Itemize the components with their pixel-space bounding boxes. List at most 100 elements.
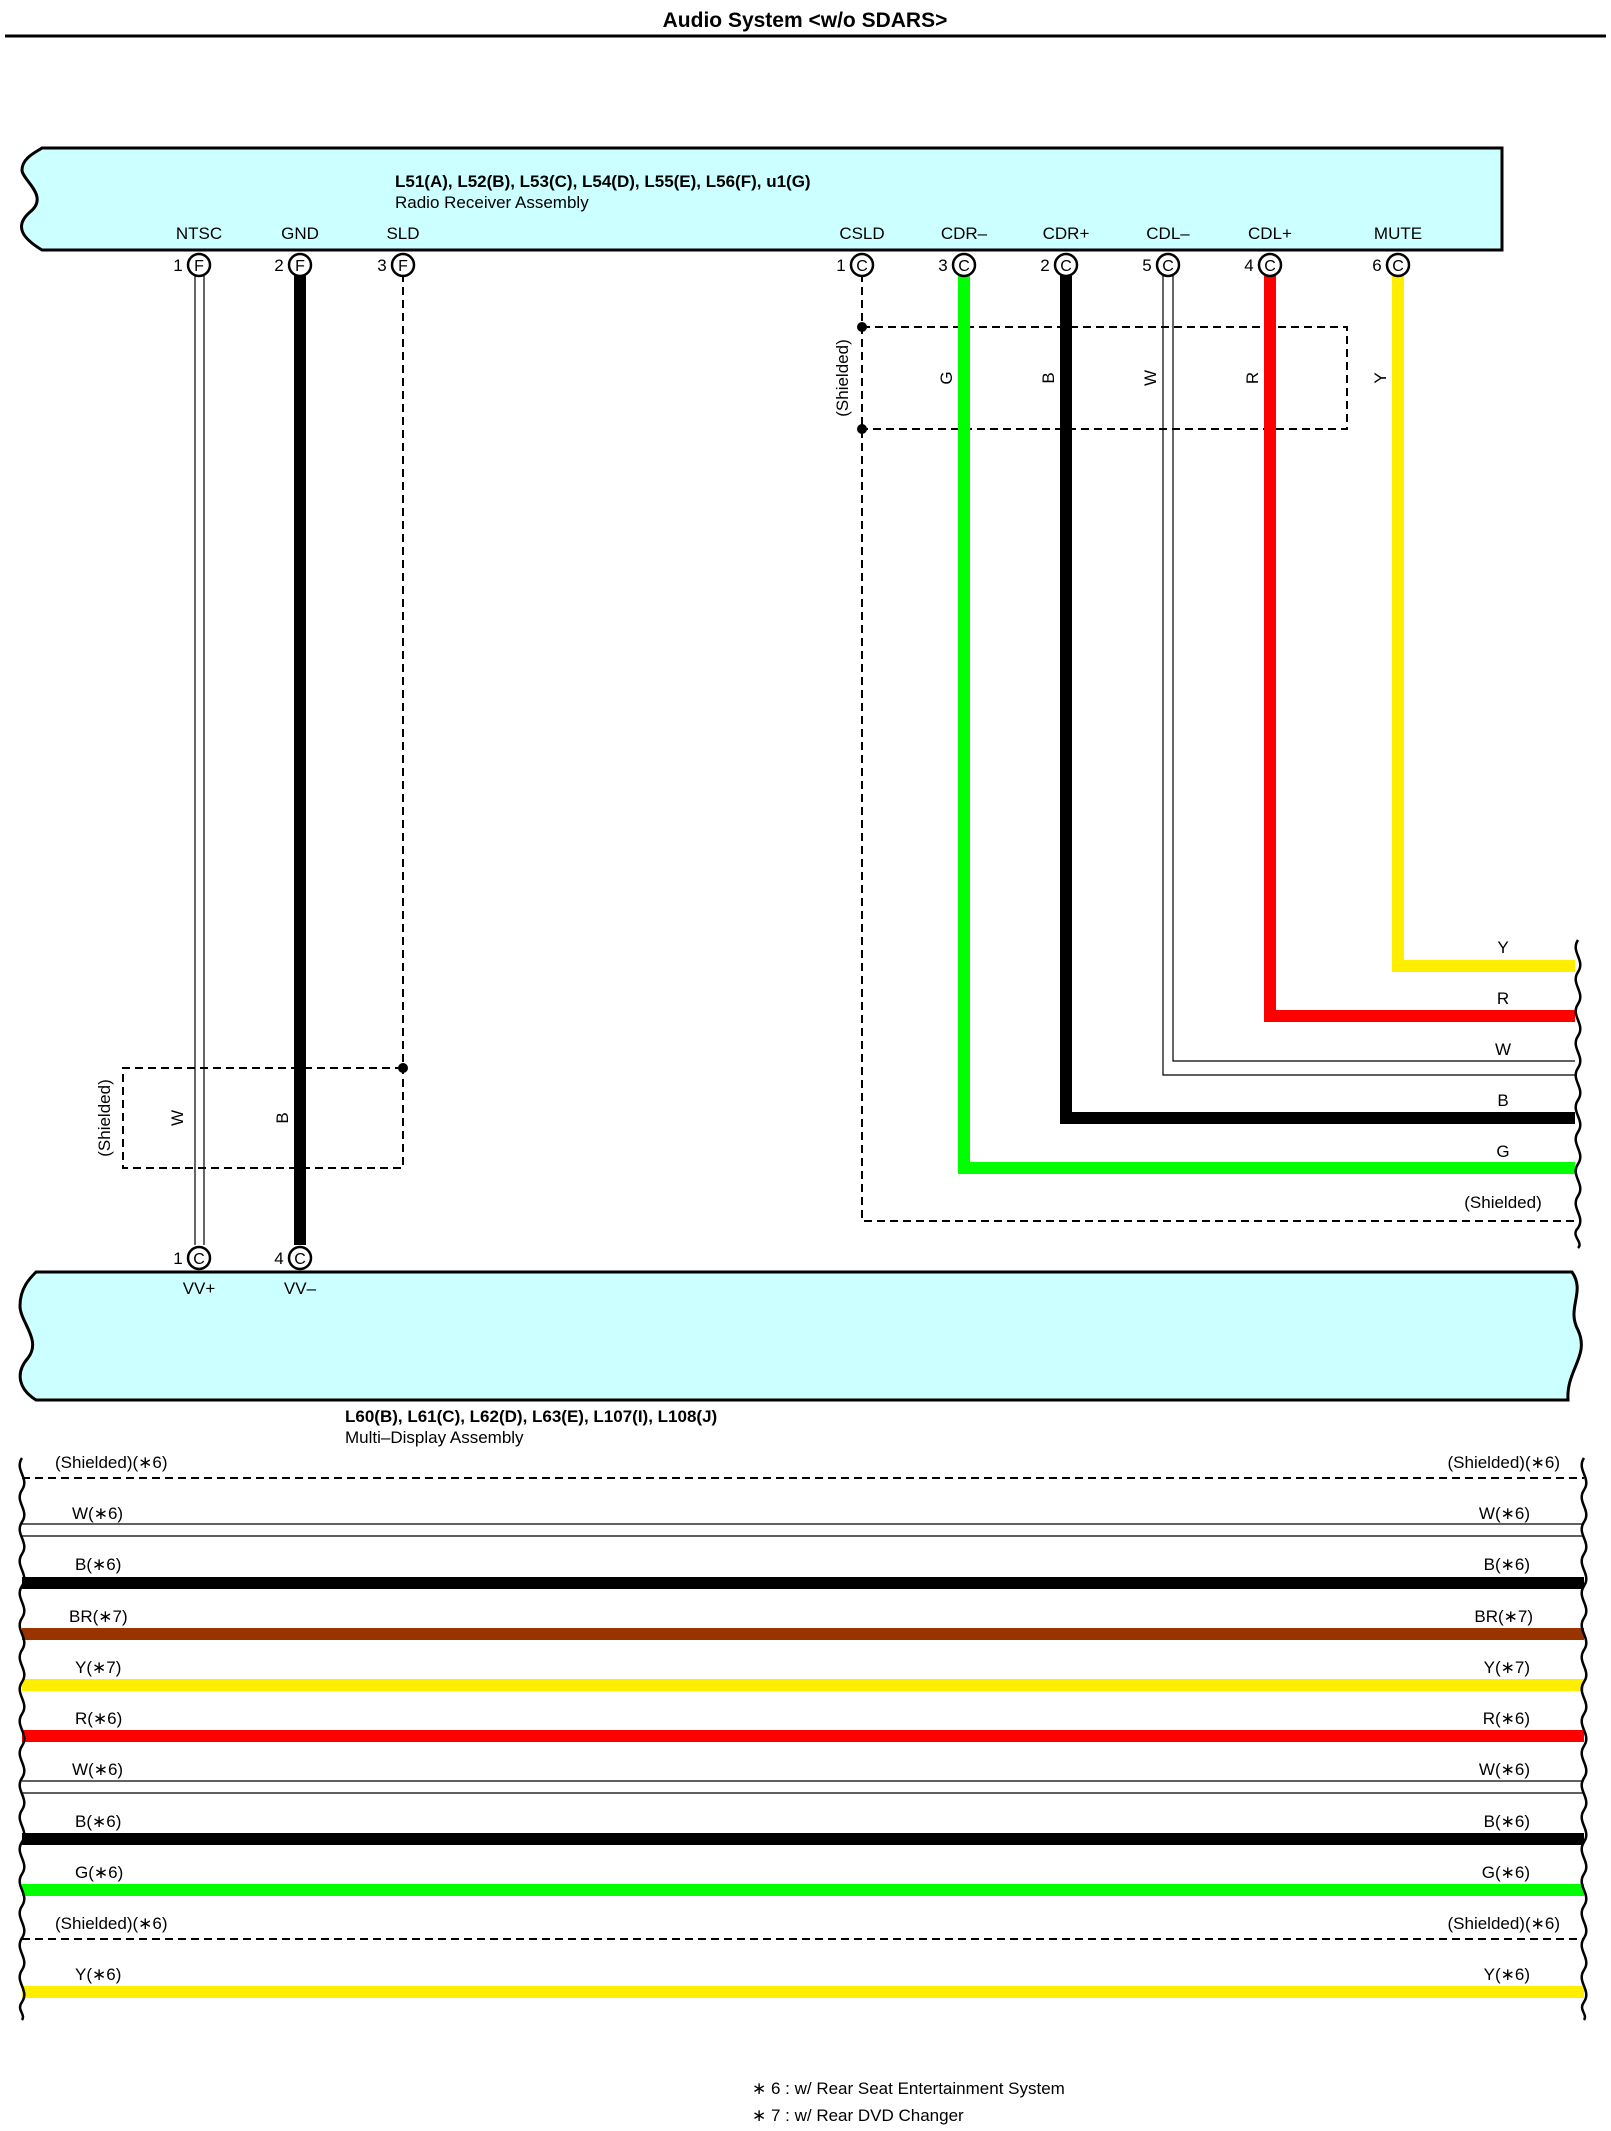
shield-box-right bbox=[862, 326, 1348, 430]
pin-num-csld: 1 bbox=[836, 256, 845, 275]
pin-label-mute: MUTE bbox=[1374, 224, 1422, 243]
bottom-wire-9-left-label: (Shielded)(∗6) bbox=[55, 1914, 168, 1933]
display-assembly-box bbox=[18, 1270, 1583, 1402]
pin-num-vv-plus: 1 bbox=[173, 1249, 182, 1268]
bottom-wire-4-left-label: Y(∗7) bbox=[75, 1658, 121, 1677]
pin-num-ntsc: 1 bbox=[173, 256, 182, 275]
pin-num-mute: 6 bbox=[1372, 256, 1381, 275]
page-title: Audio System <w/o SDARS> bbox=[663, 9, 948, 32]
footnote-6: ∗ 6 : w/ Rear Seat Entertainment System bbox=[752, 2079, 1065, 2098]
bottom-wire-3-left-label: BR(∗7) bbox=[69, 1607, 128, 1626]
bottom-wire-7-left-label: B(∗6) bbox=[75, 1812, 121, 1831]
pin-num-cdr-plus: 2 bbox=[1040, 256, 1049, 275]
break-line-bottom-left bbox=[18, 1457, 26, 2021]
pin-label-ntsc: NTSC bbox=[176, 224, 222, 243]
pin-label-cdl-plus: CDL+ bbox=[1248, 224, 1292, 243]
bottom-wire-10-left-label: Y(∗6) bbox=[75, 1965, 121, 1984]
bottom-wire-0-left-label: (Shielded)(∗6) bbox=[55, 1453, 168, 1472]
pin-conn-cdl-plus: C bbox=[1264, 258, 1276, 275]
receiver-name: Radio Receiver Assembly bbox=[395, 193, 589, 212]
pin-conn-ntsc: F bbox=[194, 258, 204, 275]
bottom-wire-0-right-label: (Shielded)(∗6) bbox=[1447, 1453, 1560, 1472]
bottom-wire-8-left-label: G(∗6) bbox=[75, 1863, 123, 1882]
pin-conn-cdr-plus: C bbox=[1060, 258, 1072, 275]
pin-num-cdr-minus: 3 bbox=[938, 256, 947, 275]
exit-label-b: B bbox=[1497, 1091, 1508, 1110]
pin-circle-sld bbox=[390, 252, 416, 278]
exit-label-g: G bbox=[1496, 1142, 1509, 1161]
bottom-wire-7-right-label: B(∗6) bbox=[1484, 1812, 1530, 1831]
receiver-assembly-box bbox=[20, 146, 1504, 252]
pin-conn-mute: C bbox=[1392, 258, 1404, 275]
wire-cdr-plus-black bbox=[1060, 274, 1575, 1124]
bottom-wire-8-right-label: G(∗6) bbox=[1482, 1863, 1530, 1882]
wire-color-label-w-left: W bbox=[168, 1110, 187, 1126]
bottom-wire-5-right-label: R(∗6) bbox=[1483, 1709, 1530, 1728]
bottom-wire-2-right-label: B(∗6) bbox=[1484, 1555, 1530, 1574]
shield-box-left bbox=[122, 1067, 404, 1169]
bottom-wire-6-left-label: W(∗6) bbox=[72, 1760, 123, 1779]
pin-num-gnd: 2 bbox=[274, 256, 283, 275]
exit-label-r: R bbox=[1497, 989, 1509, 1008]
pin-circle-csld bbox=[849, 252, 875, 278]
bottom-wire-1-left-label: W(∗6) bbox=[72, 1504, 123, 1523]
pin-conn-csld: C bbox=[856, 258, 868, 275]
pin-label-csld: CSLD bbox=[839, 224, 884, 243]
wire-color-label-y: Y bbox=[1371, 372, 1390, 383]
wire-color-label-b-left: B bbox=[273, 1112, 292, 1123]
pin-conn-gnd: F bbox=[295, 258, 305, 275]
break-line-right bbox=[1574, 939, 1582, 1249]
display-connector-codes: L60(B), L61(C), L62(D), L63(E), L107(I),… bbox=[345, 1407, 717, 1426]
pin-circle-vv-minus bbox=[287, 1245, 313, 1271]
bottom-wire-9-right-label: (Shielded)(∗6) bbox=[1447, 1914, 1560, 1933]
pin-circle-vv-plus bbox=[186, 1245, 212, 1271]
wire-color-label-b: B bbox=[1039, 372, 1058, 383]
pin-num-cdl-plus: 4 bbox=[1244, 256, 1253, 275]
pin-label-cdr-minus: CDR– bbox=[941, 224, 988, 243]
pin-label-vv-plus: VV+ bbox=[183, 1279, 216, 1298]
wire-mute-yellow bbox=[1392, 274, 1575, 972]
break-line-bottom-right bbox=[1580, 1457, 1588, 2021]
wire-color-label-w: W bbox=[1141, 370, 1160, 386]
pin-circle-cdr-plus bbox=[1053, 252, 1079, 278]
pin-circle-mute bbox=[1385, 252, 1411, 278]
bottom-wire-3-right-label: BR(∗7) bbox=[1474, 1607, 1533, 1626]
display-name: Multi–Display Assembly bbox=[345, 1428, 524, 1447]
pin-conn-vv-minus: C bbox=[294, 1251, 306, 1268]
wire-csld-shield bbox=[861, 274, 1575, 1222]
pin-label-cdl-minus: CDL– bbox=[1146, 224, 1190, 243]
bottom-wire-10-right-label: Y(∗6) bbox=[1484, 1965, 1530, 1984]
wire-cdl-minus-white-inner bbox=[1172, 274, 1575, 1062]
wire-color-label-r: R bbox=[1243, 372, 1262, 384]
footnote-7: ∗ 7 : w/ Rear DVD Changer bbox=[752, 2106, 964, 2125]
pin-label-cdr-plus: CDR+ bbox=[1043, 224, 1090, 243]
shield-label-left: (Shielded) bbox=[95, 1079, 114, 1157]
pin-conn-cdl-minus: C bbox=[1162, 258, 1174, 275]
pin-conn-vv-plus: C bbox=[193, 1251, 205, 1268]
wire-cdr-minus-green bbox=[958, 274, 1575, 1174]
pin-label-gnd: GND bbox=[281, 224, 319, 243]
exit-label-w: W bbox=[1495, 1040, 1511, 1059]
shield-label-right: (Shielded) bbox=[833, 339, 852, 417]
bottom-wire-5-left-label: R(∗6) bbox=[75, 1709, 122, 1728]
exit-label-y: Y bbox=[1497, 938, 1508, 957]
pin-label-vv-minus: VV– bbox=[284, 1279, 317, 1298]
pin-num-cdl-minus: 5 bbox=[1142, 256, 1151, 275]
pin-num-vv-minus: 4 bbox=[274, 1249, 283, 1268]
pin-label-sld: SLD bbox=[386, 224, 419, 243]
pin-circle-cdl-minus bbox=[1155, 252, 1181, 278]
exit-label-shielded: (Shielded) bbox=[1464, 1193, 1542, 1212]
pin-conn-sld: F bbox=[398, 258, 408, 275]
pin-conn-cdr-minus: C bbox=[958, 258, 970, 275]
wire-cdl-plus-red bbox=[1264, 274, 1575, 1022]
pin-circle-cdl-plus bbox=[1257, 252, 1283, 278]
receiver-pin-markers: F 1 F 2 F 3 C 1 C 3 C 2 C 5 C 4 C 6 bbox=[173, 252, 1411, 278]
pin-num-sld: 3 bbox=[377, 256, 386, 275]
receiver-connector-codes: L51(A), L52(B), L53(C), L54(D), L55(E), … bbox=[395, 172, 811, 191]
wire-cdl-minus-white-outer bbox=[1162, 274, 1575, 1076]
bottom-wire-1-right-label: W(∗6) bbox=[1479, 1504, 1530, 1523]
wire-color-label-g: G bbox=[937, 371, 956, 384]
pin-circle-cdr-minus bbox=[951, 252, 977, 278]
pin-circle-gnd bbox=[287, 252, 313, 278]
